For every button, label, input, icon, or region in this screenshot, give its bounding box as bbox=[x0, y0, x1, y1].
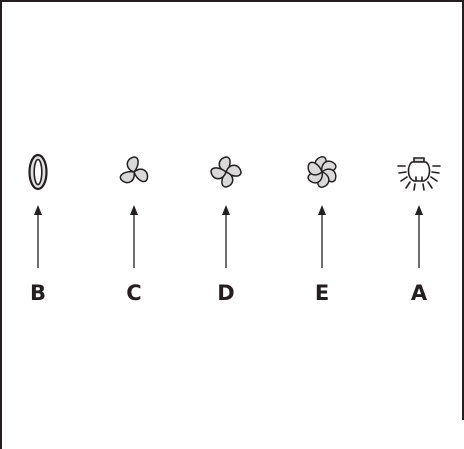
arrow-b bbox=[34, 205, 42, 268]
label-e: E bbox=[315, 281, 329, 305]
arrow-c bbox=[130, 205, 138, 268]
fan-3-blade-icon bbox=[118, 156, 152, 187]
arrow-e bbox=[318, 205, 326, 268]
off-icon bbox=[28, 153, 48, 191]
label-b: B bbox=[30, 281, 46, 305]
arrow-a bbox=[415, 205, 423, 268]
fan-4-blade-icon bbox=[210, 156, 242, 188]
label-d: D bbox=[217, 281, 234, 305]
fan-6-blade-icon bbox=[304, 155, 340, 189]
light-bulb-icon bbox=[397, 157, 441, 191]
arrow-d bbox=[222, 205, 230, 268]
label-c: C bbox=[126, 281, 141, 305]
label-a: A bbox=[411, 281, 428, 305]
